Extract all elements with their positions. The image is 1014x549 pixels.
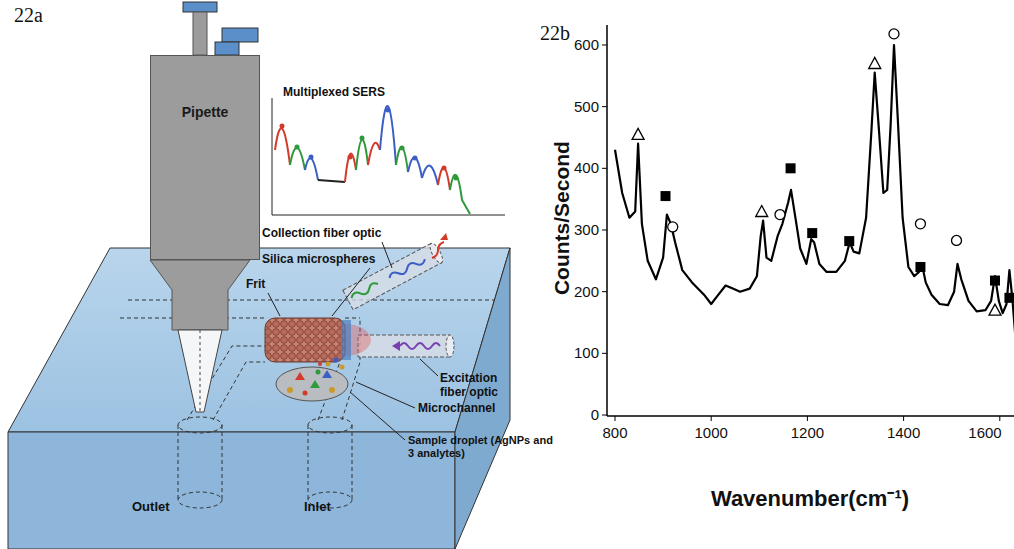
leader-lines (268, 242, 438, 440)
peak-marker (668, 222, 678, 232)
peak-marker (807, 228, 817, 238)
collection-fiber (343, 233, 448, 310)
axis-tick: 0 (545, 406, 599, 423)
peak-marker (989, 304, 1001, 315)
peak-marker (952, 235, 962, 245)
peak-marker (661, 191, 671, 201)
axis-title: Counts/Second (550, 128, 574, 308)
inset-spectrum (272, 98, 505, 215)
axis-title: Wavenumber(cm⁻¹) (660, 486, 960, 511)
frit (341, 320, 351, 360)
axis-tick: 500 (545, 98, 599, 115)
chip-slab (8, 248, 510, 549)
axis-tick: 1600 (960, 424, 1010, 441)
axis-tick: 1000 (686, 424, 736, 441)
excitation-fiber (358, 335, 454, 357)
axis-tick: 1200 (782, 424, 832, 441)
part-label: Excitation fiber optic (440, 372, 512, 400)
peak-marker (786, 163, 796, 173)
inset-title: Multiplexed SERS (283, 86, 385, 100)
port-label: Outlet (132, 500, 170, 515)
panel-label: 22a (14, 4, 43, 27)
spectrum-line (615, 45, 1014, 403)
part-label: Silica microspheres (262, 253, 375, 267)
part-name: Pipette (151, 104, 259, 120)
axis-tick: 1400 (879, 424, 929, 441)
spectrum-chart (602, 25, 1014, 421)
peak-marker (915, 262, 925, 272)
frit-spheres (265, 318, 345, 362)
peak-marker (915, 219, 925, 229)
microchannel-outline (120, 300, 495, 508)
axis-tick: 800 (590, 424, 640, 441)
part-label: Microchannel (418, 402, 495, 416)
peak-marker (756, 205, 768, 216)
sample-droplet (276, 358, 348, 402)
pipette-body: Pipette (150, 55, 260, 260)
axis-tick: 600 (545, 36, 599, 53)
peak-marker (869, 57, 881, 68)
part-label: Frit (246, 278, 265, 292)
peak-marker (844, 236, 854, 246)
panel-label: 22b (540, 22, 570, 45)
part-label: Collection fiber optic (262, 227, 381, 241)
port-label: Inlet (304, 500, 331, 515)
peak-marker (990, 276, 1000, 286)
part-label: Sample droplet (AgNPs and 3 analytes) (408, 434, 560, 459)
peak-marker (889, 29, 899, 39)
axis-tick: 100 (545, 344, 599, 361)
peak-marker (632, 128, 644, 139)
peak-marker (775, 210, 785, 220)
peak-marker (1004, 293, 1014, 303)
